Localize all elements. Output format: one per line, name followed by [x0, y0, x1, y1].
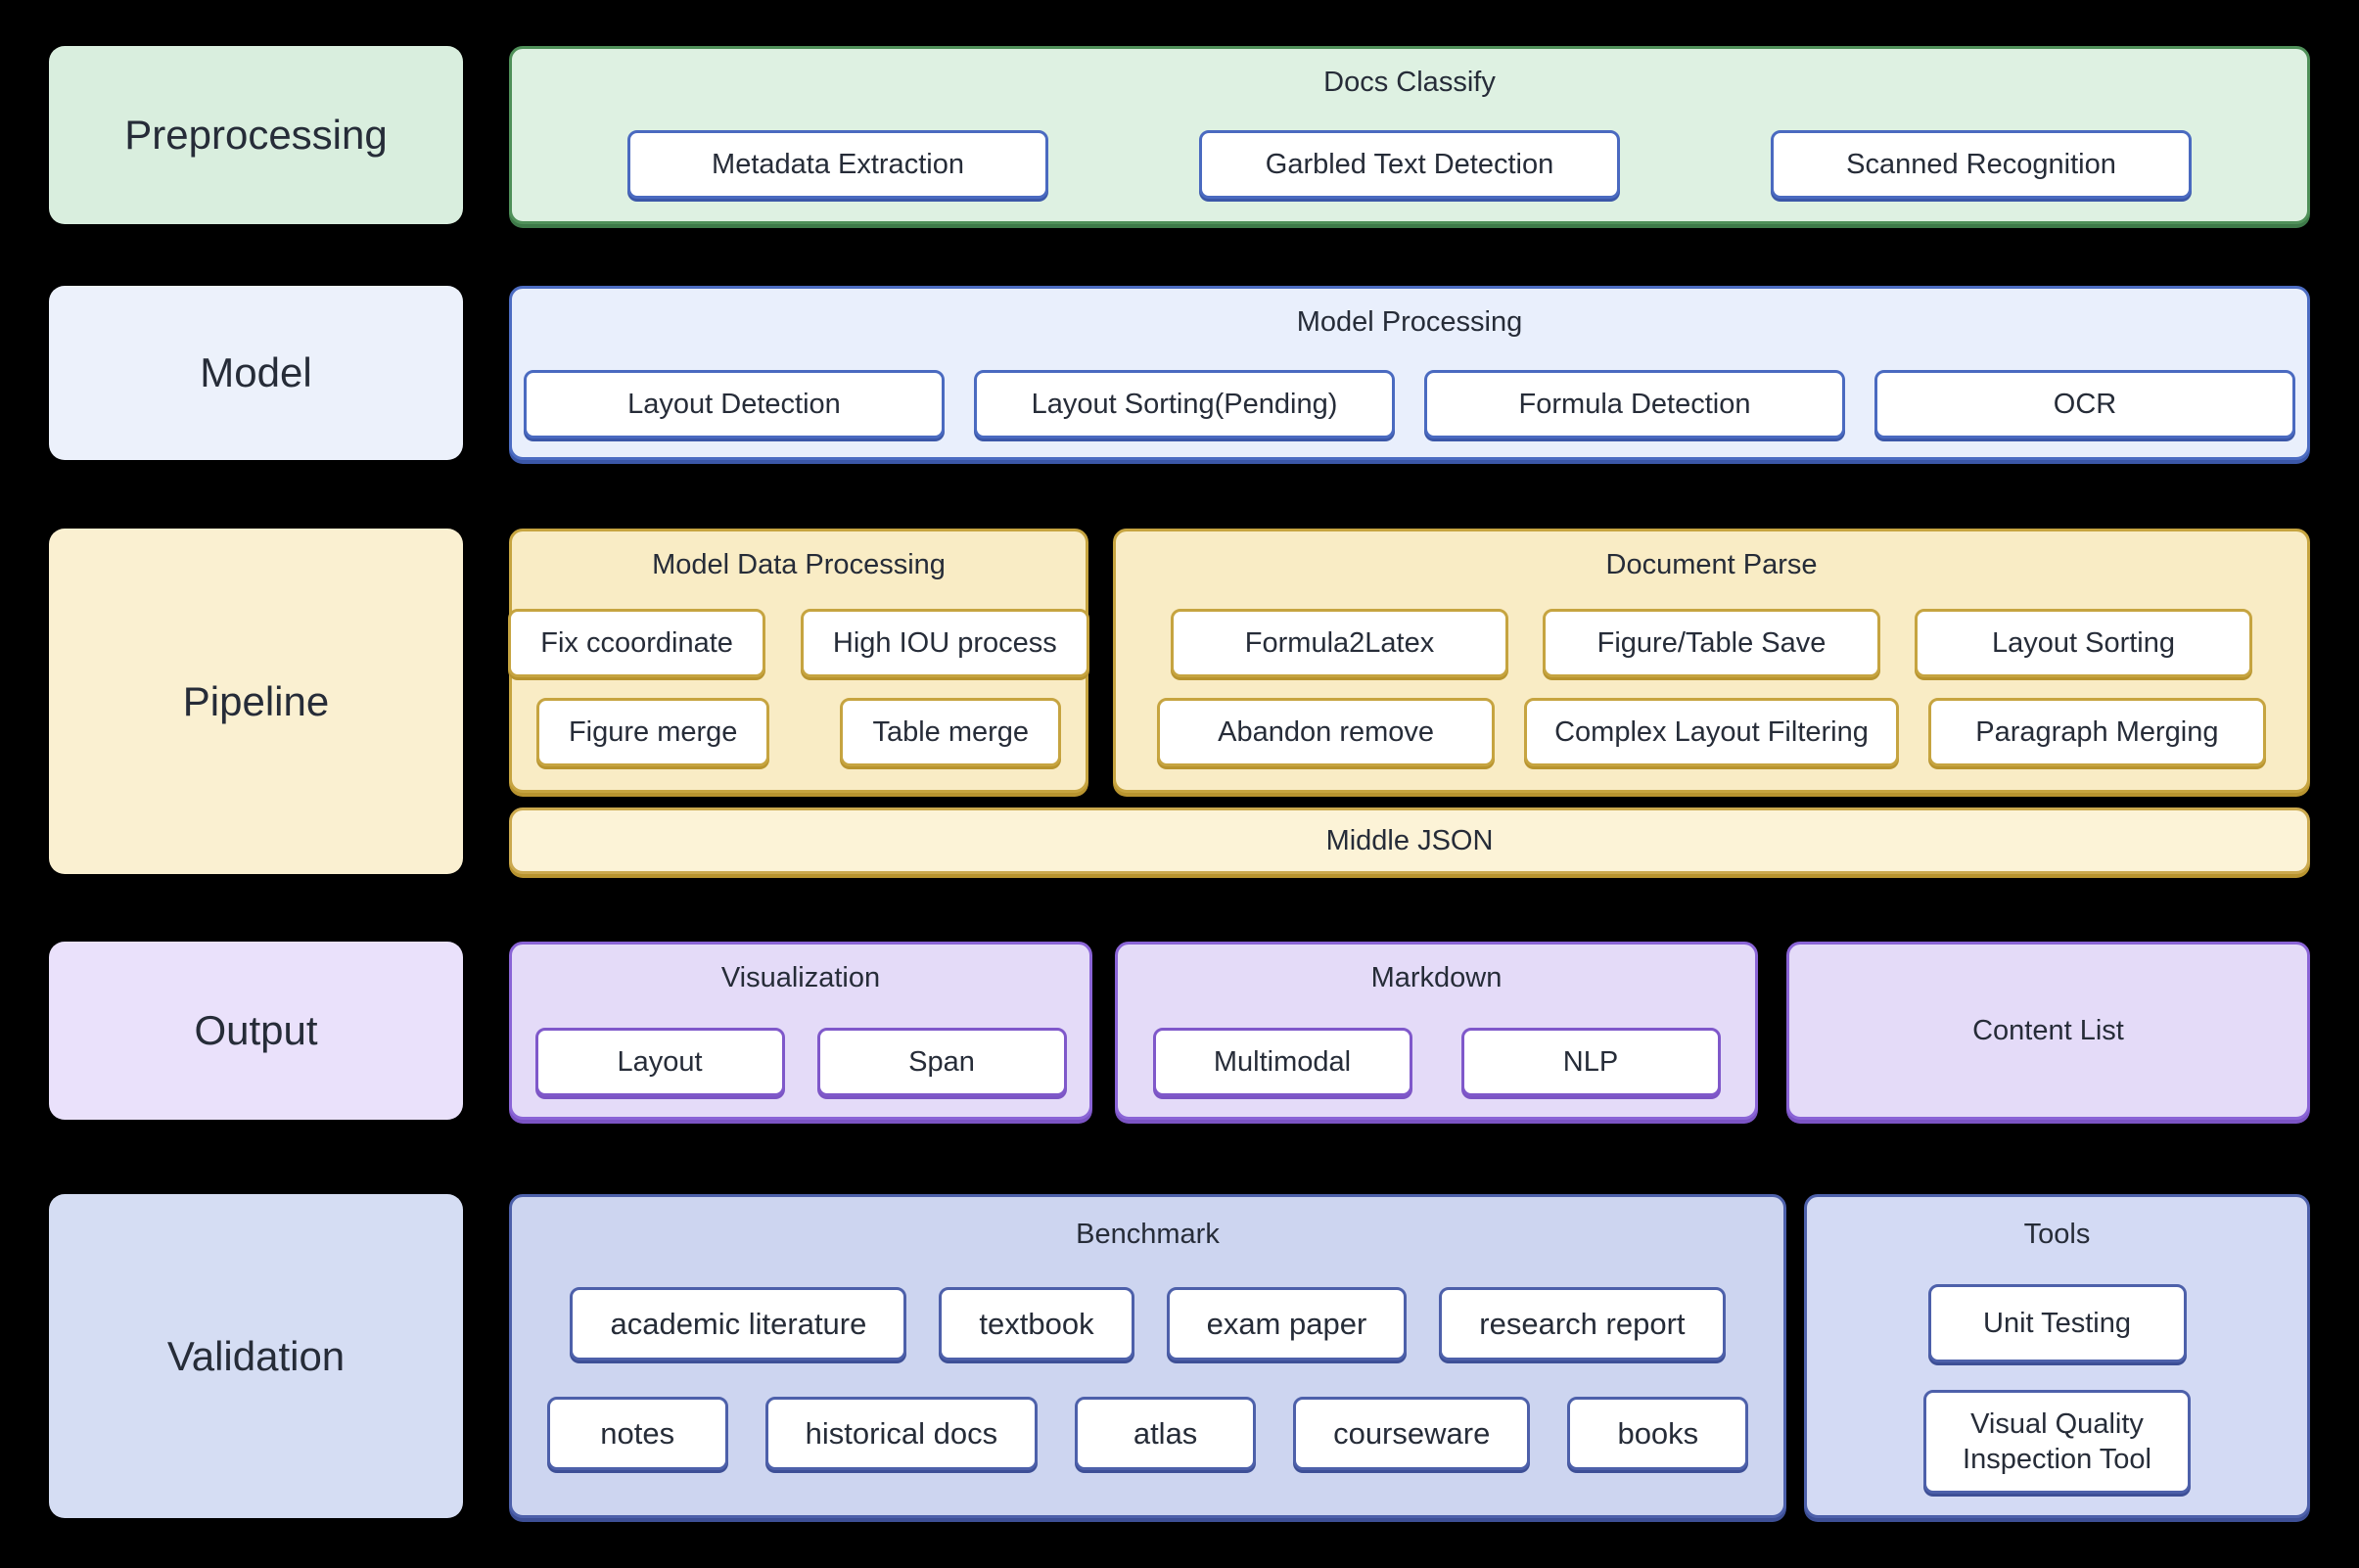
node-ocr: OCR: [1874, 370, 2295, 438]
node-abandon-remove: Abandon remove: [1157, 698, 1496, 766]
group-title-benchmark: Benchmark: [1076, 1219, 1220, 1250]
node-layout-sorting: Layout Sorting: [1915, 609, 2252, 677]
group-content-list: Content List: [1786, 942, 2310, 1120]
stage-label-validation: Validation: [49, 1194, 463, 1518]
node-formula-detection: Formula Detection: [1424, 370, 1845, 438]
group-title-markdown: Markdown: [1370, 962, 1503, 993]
markdown-nodes: Multimodal NLP: [1118, 1028, 1755, 1096]
group-title-tools: Tools: [2023, 1219, 2091, 1250]
node-fix-ccoordinate: Fix ccoordinate: [508, 609, 765, 677]
group-tools: Tools Unit Testing Visual Quality Inspec…: [1804, 1194, 2310, 1518]
group-title-document-parse: Document Parse: [1605, 549, 1818, 580]
node-academic-literature: academic literature: [570, 1287, 907, 1360]
group-title-model-data-processing: Model Data Processing: [652, 549, 946, 580]
node-layout-detection: Layout Detection: [524, 370, 945, 438]
model-processing-nodes: Layout Detection Layout Sorting(Pending)…: [512, 370, 2307, 438]
tools-nodes: Unit Testing Visual Quality Inspection T…: [1807, 1251, 2307, 1494]
node-paragraph-merging: Paragraph Merging: [1927, 698, 2266, 766]
group-benchmark: Benchmark academic literature textbook e…: [509, 1194, 1786, 1518]
group-title-content-list: Content List: [1972, 1014, 2124, 1046]
group-model-processing: Model Processing Layout Detection Layout…: [509, 286, 2310, 460]
node-visual-quality-inspection-tool: Visual Quality Inspection Tool: [1923, 1390, 2191, 1494]
node-figure-table-save: Figure/Table Save: [1543, 609, 1880, 677]
benchmark-row2: notes historical docs atlas courseware b…: [512, 1397, 1783, 1470]
group-title-middle-json: Middle JSON: [1325, 824, 1494, 856]
node-high-iou-process: High IOU process: [800, 609, 1089, 677]
node-atlas: atlas: [1075, 1397, 1257, 1470]
node-multimodal: Multimodal: [1152, 1028, 1412, 1096]
document-parse-row1: Formula2Latex Figure/Table Save Layout S…: [1116, 609, 2307, 677]
group-middle-json: Middle JSON: [509, 807, 2310, 874]
node-textbook: textbook: [939, 1287, 1134, 1360]
node-courseware: courseware: [1293, 1397, 1531, 1470]
stage-label-preprocessing: Preprocessing: [49, 46, 463, 224]
group-visualization: Visualization Layout Span: [509, 942, 1092, 1120]
node-complex-layout-filtering: Complex Layout Filtering: [1524, 698, 1899, 766]
node-formula2latex: Formula2Latex: [1171, 609, 1508, 677]
node-span: Span: [816, 1028, 1067, 1096]
model-data-processing-row2: Figure merge Table merge: [512, 698, 1086, 766]
node-research-report: research report: [1439, 1287, 1726, 1360]
node-exam-paper: exam paper: [1166, 1287, 1408, 1360]
group-title-docs-classify: Docs Classify: [1323, 67, 1496, 98]
group-model-data-processing: Model Data Processing Fix ccoordinate Hi…: [508, 529, 1089, 793]
node-figure-merge: Figure merge: [535, 698, 770, 766]
node-table-merge: Table merge: [840, 698, 1062, 766]
document-parse-row2: Abandon remove Complex Layout Filtering …: [1116, 698, 2307, 766]
benchmark-row1: academic literature textbook exam paper …: [512, 1287, 1783, 1360]
node-books: books: [1567, 1397, 1749, 1470]
stage-label-output: Output: [49, 942, 463, 1120]
docs-classify-nodes: Metadata Extraction Garbled Text Detecti…: [512, 130, 2307, 199]
node-garbled-text-detection: Garbled Text Detection: [1199, 130, 1620, 199]
group-title-model-processing: Model Processing: [1296, 306, 1523, 338]
model-data-processing-row1: Fix ccoordinate High IOU process: [508, 609, 1089, 677]
node-layout-sorting-pending: Layout Sorting(Pending): [974, 370, 1395, 438]
node-unit-testing: Unit Testing: [1927, 1284, 2187, 1362]
stage-label-model: Model: [49, 286, 463, 460]
group-title-visualization: Visualization: [720, 962, 881, 993]
node-historical-docs: historical docs: [764, 1397, 1039, 1470]
visualization-nodes: Layout Span: [512, 1028, 1089, 1096]
group-docs-classify: Docs Classify Metadata Extraction Garble…: [509, 46, 2310, 224]
node-layout: Layout: [534, 1028, 785, 1096]
node-metadata-extraction: Metadata Extraction: [627, 130, 1048, 199]
group-document-parse: Document Parse Formula2Latex Figure/Tabl…: [1113, 529, 2310, 793]
node-nlp: NLP: [1460, 1028, 1721, 1096]
node-scanned-recognition: Scanned Recognition: [1771, 130, 2192, 199]
stage-label-pipeline: Pipeline: [49, 529, 463, 874]
node-notes: notes: [546, 1397, 728, 1470]
group-markdown: Markdown Multimodal NLP: [1115, 942, 1758, 1120]
